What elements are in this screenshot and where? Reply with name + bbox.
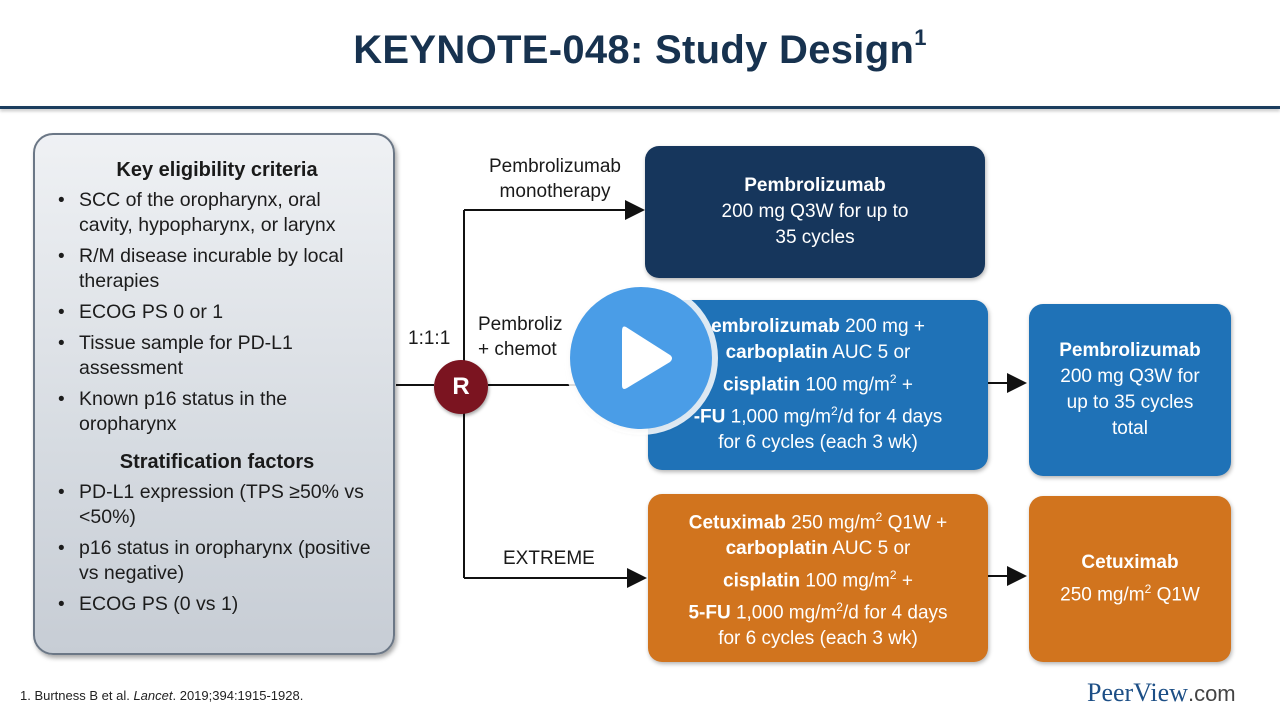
slide-title: KEYNOTE-048: Study Design1	[0, 24, 1280, 73]
eligibility-item: SCC of the oropharynx, oral cavity, hypo…	[55, 188, 379, 238]
combo-maintenance-box: Pembrolizumab 200 mg Q3W for up to 35 cy…	[1029, 304, 1231, 476]
logo-name: PeerView	[1087, 678, 1188, 707]
combo-dose-4-sup: 2	[831, 404, 838, 418]
combo-dose-4: 1,000 mg/m	[725, 406, 831, 428]
extreme-drug-2: carboplatin	[725, 537, 829, 559]
arm-label-combo-line1: Pembroliz	[478, 314, 563, 335]
extreme-dose-3-sup: 2	[889, 567, 897, 582]
footnote-prefix: 1. Burtness B et al.	[20, 688, 134, 703]
stratification-item: p16 status in oropharynx (positive vs ne…	[55, 536, 379, 586]
extreme-maint-drug: Cetuximab	[1081, 551, 1179, 573]
eligibility-panel: Key eligibility criteria SCC of the orop…	[33, 133, 395, 655]
extreme-schedule: for 6 cycles (each 3 wk)	[718, 628, 918, 650]
combo-dose-3: 100 mg/m	[800, 374, 890, 395]
combo-maint-drug: Pembrolizumab	[1059, 340, 1201, 361]
extreme-dose-3: 100 mg/m	[800, 570, 890, 592]
extreme-drug-1: Cetuximab	[688, 511, 786, 533]
extreme-dose-1: 250 mg/m	[785, 511, 876, 533]
arm-label-mono: Pembrolizumab monotherapy	[478, 154, 632, 204]
arm-label-combo-line2: + chemot	[478, 339, 557, 360]
combo-drug-2: carboplatin	[725, 341, 829, 363]
footnote: 1. Burtness B et al. Lancet. 2019;394:19…	[20, 688, 303, 703]
footnote-suffix: . 2019;394:1915-1928.	[172, 688, 304, 703]
extreme-dose-3-tail: +	[896, 570, 913, 592]
combo-dose-3-tail: +	[896, 374, 913, 395]
combo-dose-2: AUC 5 or	[828, 341, 911, 363]
eligibility-heading: Key eligibility criteria	[116, 159, 318, 181]
extreme-drug-4: 5-FU	[688, 602, 731, 624]
extreme-dose-4-sup: 2	[836, 600, 843, 615]
eligibility-item: Tissue sample for PD-L1 assessment	[55, 331, 379, 381]
title-divider	[0, 106, 1280, 109]
logo-domain: .com	[1187, 681, 1236, 706]
combo-drug-3: cisplatin	[723, 374, 801, 395]
eligibility-item: R/M disease incurable by local therapies	[55, 244, 379, 294]
arm-label-combo: Pembroliz + chemot	[478, 312, 562, 362]
combo-maint-line1: 200 mg Q3W for	[1060, 366, 1200, 387]
extreme-dose-1-sup: 2	[875, 509, 883, 524]
randomization-circle: R	[434, 360, 488, 414]
combo-dose-1: 200 mg +	[839, 315, 925, 337]
arm-label-mono-line2: monotherapy	[499, 181, 611, 202]
eligibility-item: ECOG PS 0 or 1	[55, 300, 379, 325]
extreme-dose-1-tail: Q1W +	[882, 511, 948, 533]
combo-dose-3-sup: 2	[889, 371, 897, 386]
combo-maint-line2: up to 35 cycles	[1066, 392, 1194, 413]
extreme-treatment-box: Cetuximab 250 mg/m2 Q1W + carboplatin AU…	[648, 494, 988, 662]
mono-drug: Pembrolizumab	[744, 175, 886, 196]
extreme-dose-4-tail: /d for 4 days	[842, 602, 948, 624]
eligibility-item: Known p16 status in the oropharynx	[55, 387, 379, 437]
combo-drug-4: -FU	[693, 406, 726, 428]
stratification-item: PD-L1 expression (TPS ≥50% vs <50%)	[55, 480, 379, 530]
play-icon	[622, 326, 672, 389]
play-button[interactable]	[570, 287, 712, 429]
mono-line2: 35 cycles	[775, 227, 855, 248]
footnote-journal: Lancet	[133, 688, 173, 703]
combo-drug-1: embrolizumab	[711, 315, 840, 337]
extreme-maint-dose-sup: 2	[1144, 581, 1152, 596]
stratification-heading: Stratification factors	[119, 451, 315, 473]
extreme-drug-3: cisplatin	[723, 570, 801, 592]
arm-label-mono-line1: Pembrolizumab	[489, 156, 621, 177]
extreme-maint-dose: 250 mg/m	[1060, 584, 1145, 606]
extreme-dose-4: 1,000 mg/m	[730, 602, 837, 624]
mono-treatment-box: Pembrolizumab 200 mg Q3W for up to 35 cy…	[645, 146, 985, 278]
peerview-logo: PeerView.com	[1087, 678, 1236, 708]
combo-maint-line3: total	[1112, 418, 1148, 439]
arm-label-extreme: EXTREME	[503, 548, 595, 569]
combo-schedule: for 6 cycles (each 3 wk)	[718, 432, 918, 454]
extreme-dose-2: AUC 5 or	[828, 537, 911, 559]
mono-line1: 200 mg Q3W for up to	[721, 201, 909, 222]
extreme-maint-dose-tail: Q1W	[1151, 584, 1200, 606]
title-text: KEYNOTE-048: Study Design	[353, 28, 915, 72]
stratification-list: PD-L1 expression (TPS ≥50% vs <50%) p16 …	[55, 480, 379, 617]
eligibility-list: SCC of the oropharynx, oral cavity, hypo…	[55, 188, 379, 437]
randomization-ratio: 1:1:1	[408, 328, 451, 349]
extreme-maintenance-box: Cetuximab 250 mg/m2 Q1W	[1029, 496, 1231, 662]
stratification-item: ECOG PS (0 vs 1)	[55, 592, 379, 617]
combo-dose-4-tail: /d for 4 days	[837, 406, 943, 428]
title-superscript: 1	[914, 24, 927, 50]
